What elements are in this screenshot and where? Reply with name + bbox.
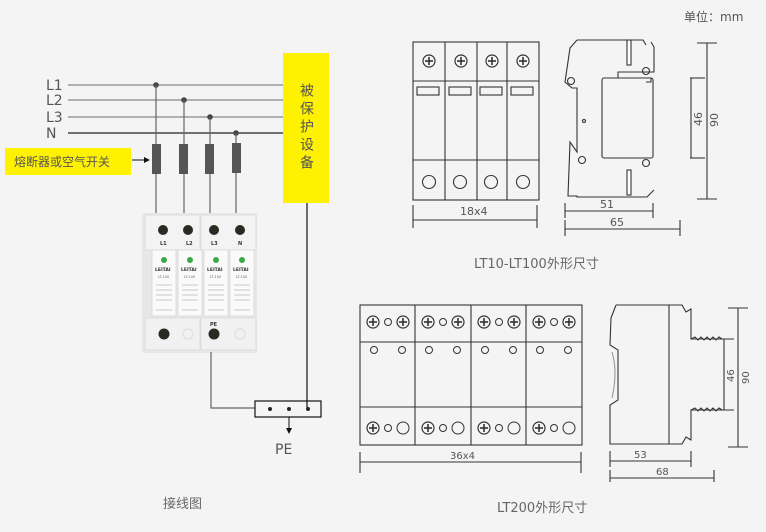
lt100-height-inner-dim: 46 [692,112,705,126]
lt200-caption: LT200外形尺寸 [497,501,587,516]
wiring-diagram: L1 L2 L3 N 熔断器或空气开关 [5,53,329,512]
screw-icon [516,54,530,68]
indicator-hole [439,424,447,432]
fuse-l1 [152,144,161,174]
line-label-l2: L2 [46,93,63,109]
screw-icon [366,315,380,329]
screw-icon [532,421,546,435]
module-brand: LEITAI [181,267,197,273]
lt200-depth-outer-dim: 68 [656,467,669,478]
indicator-hole [453,346,461,354]
fuse-l3 [205,144,214,174]
screw-icon [451,315,465,329]
lt200-depth-inner-dim: 53 [634,450,647,461]
pe-terminal-label: PE [210,322,218,328]
lt100-caption: LT10-LT100外形尺寸 [474,257,599,272]
screw-icon [421,421,435,435]
terminal-hole [451,421,465,435]
terminal-hole [562,421,576,435]
lt200-width-dimension-line [359,452,582,473]
lt100-front-view [412,41,540,228]
lt200-height-inner-dim: 46 [726,369,737,382]
indicator-hole [564,346,572,354]
module-model: LT-100 [158,275,169,279]
indicator-hole [495,424,503,432]
terminal-label: N [238,241,242,247]
status-led-icon [213,257,219,263]
indicator-hole [536,346,544,354]
indicator-hole [509,346,517,354]
lt200-height-outer-dim: 90 [741,371,752,384]
lt100-width-dim: 18x4 [460,205,488,218]
busbar-terminal [306,407,310,411]
terminal-hole [507,421,521,435]
screw-icon [421,315,435,329]
busbar-terminal [268,407,272,411]
status-led-icon [161,257,167,263]
busbar-terminal [287,407,291,411]
lt200-front-terminals [366,315,576,435]
module-brand: LEITAI [207,267,223,273]
line-label-l3: L3 [46,110,63,126]
lt200-side-view [609,304,748,482]
lt100-depth-inner-dim: 51 [600,198,614,211]
lt200-front-view [359,304,583,446]
screw-icon [454,54,468,68]
screw-icon [507,315,521,329]
screw-icon [396,315,410,329]
screw-icon [562,315,576,329]
ground-label: PE [275,442,292,458]
unit-label: 单位：mm [684,9,743,24]
indicator-hole [398,346,406,354]
indicator-hole [495,318,503,326]
terminal-label: L3 [211,241,218,247]
indicator-hole [550,424,558,432]
breaker-label: 熔断器或空气开关 [14,154,110,169]
module-brand: LEITAI [233,267,249,273]
breaker-label-box [5,148,131,175]
spd-module: L1 L2 L3 N LEITAI LEITAI LEITAI LEITAI L… [142,213,257,353]
terminal-hole [396,421,410,435]
screw-icon [422,54,436,68]
lt200-width-dim: 36x4 [450,451,475,462]
indicator-hole [425,346,433,354]
screw-icon [477,421,491,435]
pe-busbar [254,400,322,418]
screw-icon [532,315,546,329]
indicator-hole [481,346,489,354]
status-led-icon [239,257,245,263]
line-label-n: N [46,126,56,142]
fuse-l2 [179,144,188,174]
protected-device-label-wrap: 被保护设备 [283,53,329,203]
module-model: LT-100 [236,275,247,279]
module-model: LT-100 [184,275,195,279]
terminal-label: L2 [186,241,193,247]
line-label-l1: L1 [46,78,63,94]
indicator-hole [439,318,447,326]
lt100-depth-outer-dim: 65 [610,216,624,229]
terminal-label: L1 [160,241,167,247]
indicator-hole [384,318,392,326]
screw-icon [366,421,380,435]
lt100-height-outer-dim: 90 [708,113,721,127]
module-brand: LEITAI [155,267,171,273]
wiring-caption: 接线图 [163,496,202,512]
indicator-hole [370,346,378,354]
fuse-n [232,143,241,173]
screw-icon [477,315,491,329]
spd-ground-wire [210,352,255,409]
screw-icon [485,54,499,68]
protected-device-box [283,53,329,203]
status-led-icon [187,257,193,263]
indicator-hole [550,318,558,326]
indicator-hole [384,424,392,432]
protected-device-label: 被保护设备 [298,83,314,173]
module-model: LT-100 [210,275,221,279]
lt100-side-view [564,39,717,236]
